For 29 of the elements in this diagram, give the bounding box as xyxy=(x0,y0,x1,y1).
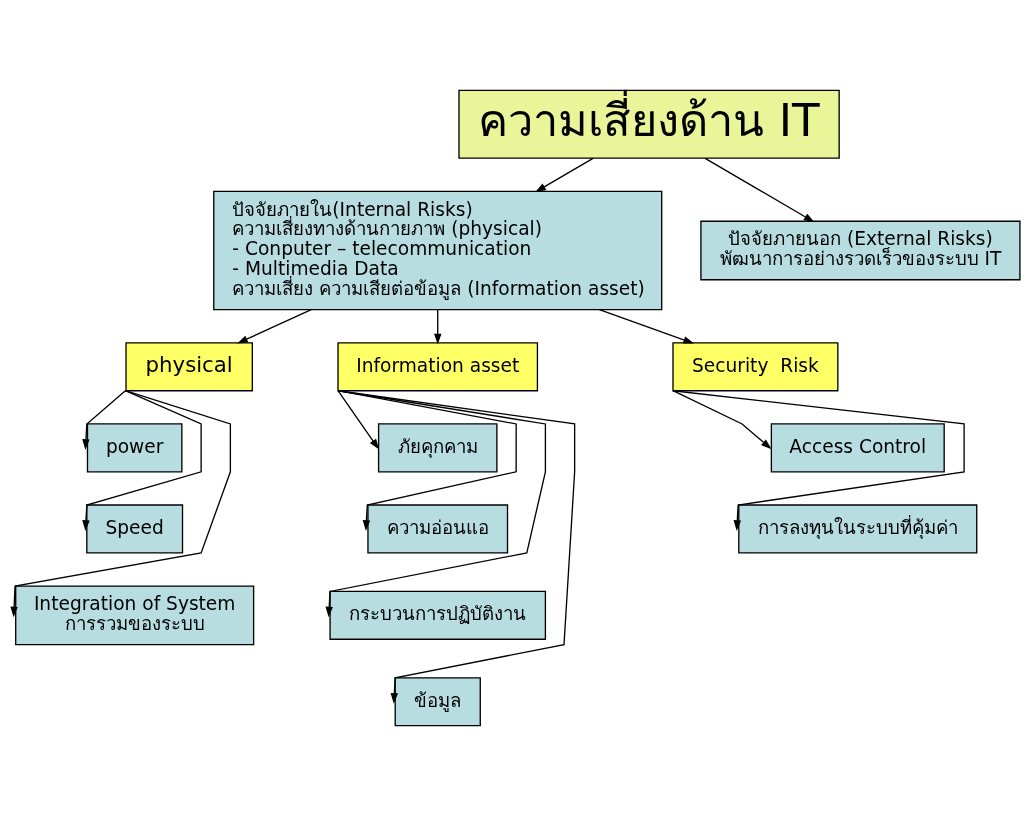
node-box: Information asset xyxy=(337,342,539,392)
arrow xyxy=(325,390,547,618)
node-box: Integration of System การรวมของระบบ xyxy=(15,585,255,646)
arrow xyxy=(82,390,127,450)
node-box: physical xyxy=(125,342,253,392)
arrow xyxy=(337,390,380,450)
node-box: ปัจจัยภายนอก (External Risks) พัฒนาการอย่างรวดเร็วของระบบ IT xyxy=(700,220,1021,281)
arrow xyxy=(337,390,517,531)
node-box: ภัยคุกคาม xyxy=(377,423,498,473)
node-box: กระบวนการปฏิบัติงาน xyxy=(329,590,547,640)
node-box: ความเสี่ยงด้าน IT xyxy=(458,89,840,159)
arrow xyxy=(10,390,232,618)
node-box: Security Risk xyxy=(672,342,839,392)
node-box: ข้อมูล xyxy=(394,677,481,727)
node-box: การลงทุนในระบบที่คุ้มค่า xyxy=(738,504,978,554)
node-box: Access Control xyxy=(770,423,945,473)
arrow xyxy=(434,308,442,345)
node-box: ความอ่อนแอ xyxy=(367,504,509,554)
arrow xyxy=(82,390,202,531)
node-box: power xyxy=(86,423,183,473)
arrow xyxy=(237,308,312,344)
node-box: Speed xyxy=(86,504,184,554)
arrow xyxy=(672,390,772,450)
arrow xyxy=(704,157,815,223)
node-box: ปัจจัยภายใน(Internal Risks) ความเสี่ยงทางด้านกายภาพ (physical) - Conputer – telecommunication - Multimedia Data ความเสี่ยง ความเสียต่อข้อมูล (Information asset) xyxy=(213,190,663,311)
arrow xyxy=(672,390,965,531)
arrow xyxy=(598,308,694,344)
arrow xyxy=(337,390,576,704)
arrow xyxy=(535,157,594,193)
